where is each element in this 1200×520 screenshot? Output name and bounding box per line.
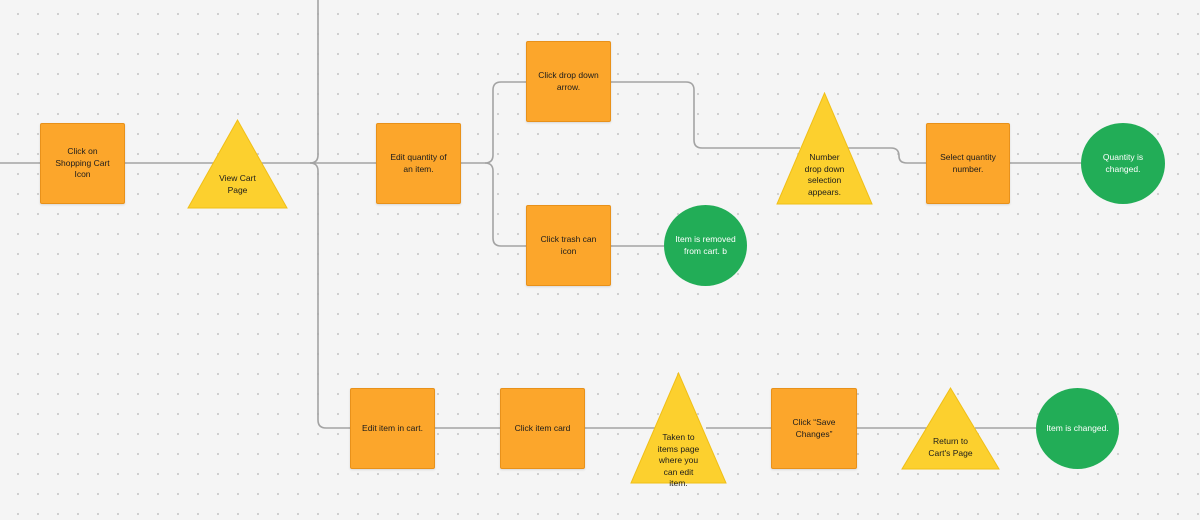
connector-number-selection-to-select-quantity (848, 147, 926, 164)
node-taken-to-items-page[interactable]: Taken to items page where you can edit i… (630, 372, 727, 488)
triangle-shape (187, 119, 288, 209)
connector-top-trunk (309, 0, 319, 164)
node-label: Select quantity number. (940, 152, 996, 174)
triangle-shape (901, 387, 1000, 470)
node-number-drop-down-selection[interactable]: Number drop down selection appears. (776, 92, 873, 205)
node-label: Quantity is changed. (1102, 152, 1144, 174)
node-click-shopping-cart-icon[interactable]: Click on Shopping Cart Icon (40, 123, 125, 204)
node-item-changed[interactable]: Item is changed. (1036, 388, 1119, 469)
node-edit-quantity[interactable]: Edit quantity of an item. (376, 123, 461, 204)
node-label: Taken to items page where you can edit i… (657, 432, 700, 488)
node-edit-item-in-cart[interactable]: Edit item in cart. (350, 388, 435, 469)
node-label: Item is removed from cart. b (675, 234, 736, 256)
node-label: Click on Shopping Cart Icon (55, 146, 110, 180)
node-label: Click “Save Changes” (792, 417, 836, 439)
node-click-trash-can-icon[interactable]: Click trash can icon (526, 205, 611, 286)
triangle-shape (630, 372, 727, 484)
node-label: Return to Cart's Page (928, 436, 973, 458)
node-view-cart-page[interactable]: View Cart Page (187, 119, 288, 209)
triangle-shape (776, 92, 873, 205)
node-label: Click trash can icon (540, 234, 597, 256)
node-quantity-changed[interactable]: Quantity is changed. (1081, 123, 1165, 204)
node-label: Click drop down arrow. (538, 70, 599, 92)
node-label: Item is changed. (1046, 422, 1109, 433)
node-click-save-changes[interactable]: Click “Save Changes” (771, 388, 857, 469)
connector-edit-quantity-to-drop-down (461, 81, 526, 164)
connector-view-cart-to-edit-item (309, 162, 350, 429)
node-label: View Cart Page (219, 173, 256, 195)
node-click-drop-down-arrow[interactable]: Click drop down arrow. (526, 41, 611, 122)
node-select-quantity-number[interactable]: Select quantity number. (926, 123, 1010, 204)
node-return-to-carts-page[interactable]: Return to Cart's Page (901, 387, 1000, 470)
connector-edit-quantity-to-trash (484, 162, 526, 247)
node-label: Number drop down selection appears. (804, 152, 845, 197)
node-label: Click item card (514, 422, 571, 433)
node-label: Edit quantity of an item. (390, 152, 447, 174)
node-item-removed[interactable]: Item is removed from cart. b (664, 205, 747, 286)
node-label: Edit item in cart. (362, 422, 423, 433)
connector-drop-down-to-number-selection (611, 81, 800, 149)
node-click-item-card[interactable]: Click item card (500, 388, 585, 469)
